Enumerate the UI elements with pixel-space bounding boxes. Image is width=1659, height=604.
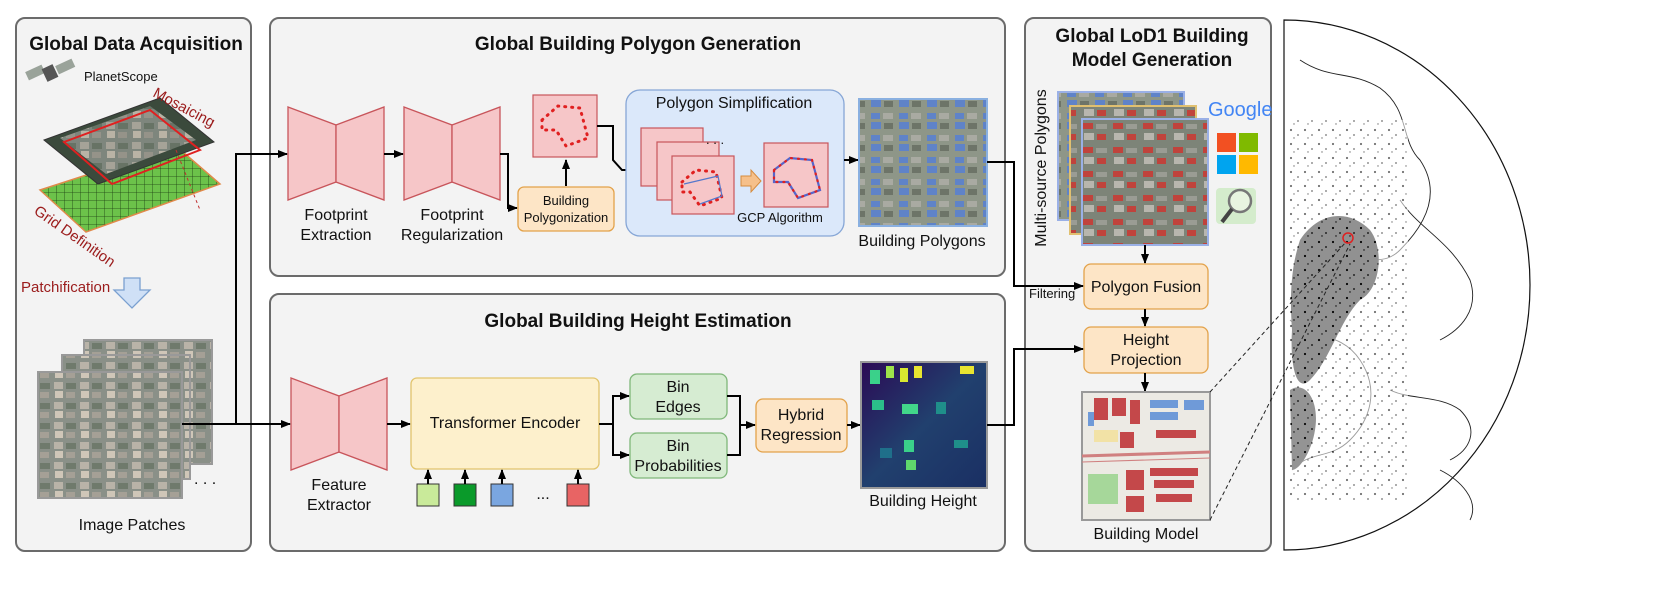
satellite-icon: [25, 58, 76, 82]
lod1-panel: Global LoD1 Building Model Generation Mu…: [1024, 17, 1273, 552]
footprint-regularization-label-1: Footprint: [420, 207, 484, 224]
building-polygons-label: Building Polygons: [858, 233, 985, 250]
building-model-label: Building Model: [1094, 526, 1199, 543]
polygonization-label-1: Building: [543, 193, 589, 208]
height-title: Global Building Height Estimation: [484, 311, 791, 332]
feature-extractor-label-1: Feature: [311, 477, 366, 494]
footprint-extraction-label-2: Extraction: [300, 227, 371, 244]
bin-edges-label-2: Edges: [655, 399, 700, 416]
building-height-image: [860, 361, 988, 489]
bin-edges-label-1: Bin: [666, 379, 689, 396]
feature-extractor-decoder: [338, 377, 388, 471]
height-projection-label-2: Projection: [1110, 352, 1181, 369]
simp-ellipsis: . . .: [706, 132, 724, 147]
lod1-title-1: Global LoD1 Building: [1055, 26, 1248, 47]
token-2: [453, 483, 477, 507]
bin-probabilities-label-2: Probabilities: [634, 458, 721, 475]
multi-source-label: Multi-source Polygons: [1033, 89, 1050, 246]
hybrid-regression-label-1: Hybrid: [778, 407, 824, 424]
height-to-projection-arrow: [987, 345, 1084, 426]
height-panel: Global Building Height Estimation Featur…: [269, 293, 1006, 552]
token-4: [566, 483, 590, 507]
simplify-arrow-icon: [740, 168, 762, 194]
google-logo: Google: [1208, 99, 1273, 121]
gcp-label: GCP Algorithm: [737, 210, 823, 225]
patches-to-footprint-arrow: [182, 150, 288, 425]
polygons-to-fusion-arrow: [987, 161, 1084, 290]
token-ellipsis: ...: [536, 486, 549, 503]
polygon-source-3: [1081, 118, 1209, 246]
satellite-label: PlanetScope: [84, 69, 158, 84]
footprint-regularization-label-2: Regularization: [401, 227, 503, 244]
height-projection-label-1: Height: [1123, 332, 1170, 349]
acquisition-panel: Global Data Acquisition PlanetScope Mosa…: [15, 17, 252, 552]
raw-polygon-dots: [540, 104, 590, 148]
filtering-label: Filtering: [1029, 286, 1075, 301]
down-arrow-icon: [112, 277, 152, 309]
patch-front: [37, 371, 183, 499]
polygonization-box: [517, 186, 615, 232]
polygon-title: Global Building Polygon Generation: [475, 34, 801, 55]
zoom-line-bottom: [1209, 243, 1351, 521]
feature-extractor-label-2: Extractor: [307, 497, 372, 514]
token-1: [416, 483, 440, 507]
patchification-label: Patchification: [21, 279, 110, 296]
lod1-title-2: Model Generation: [1072, 50, 1232, 71]
building-model-image: [1081, 391, 1211, 521]
osm-magnifier-icon: [1216, 188, 1256, 224]
building-height-label: Building Height: [869, 493, 977, 510]
zoom-line-top: [1209, 241, 1347, 393]
footprint-extraction-label-1: Footprint: [304, 207, 368, 224]
simplification-title: Polygon Simplification: [656, 95, 813, 112]
bin-probabilities-label-1: Bin: [666, 438, 689, 455]
footprint-extraction-decoder: [335, 106, 385, 201]
regularization-decoder: [451, 106, 501, 201]
image-patches-label: Image Patches: [79, 517, 186, 534]
transformer-encoder-label: Transformer Encoder: [430, 415, 581, 432]
location-marker: [1342, 232, 1354, 244]
polygonization-label-2: Polygonization: [524, 210, 609, 225]
building-polygons-image: [858, 98, 988, 227]
polygon-panel: Global Building Polygon Generation Footp…: [269, 17, 1006, 277]
globe-map: [1283, 19, 1531, 551]
patch-ellipsis: . . .: [194, 471, 216, 488]
token-3: [490, 483, 514, 507]
microsoft-logo: [1217, 133, 1258, 174]
mosaic-highlight: [62, 108, 202, 186]
polygon-fusion-label: Polygon Fusion: [1091, 279, 1201, 296]
acquisition-title: Global Data Acquisition: [29, 34, 243, 55]
hybrid-regression-label-2: Regression: [761, 427, 842, 444]
